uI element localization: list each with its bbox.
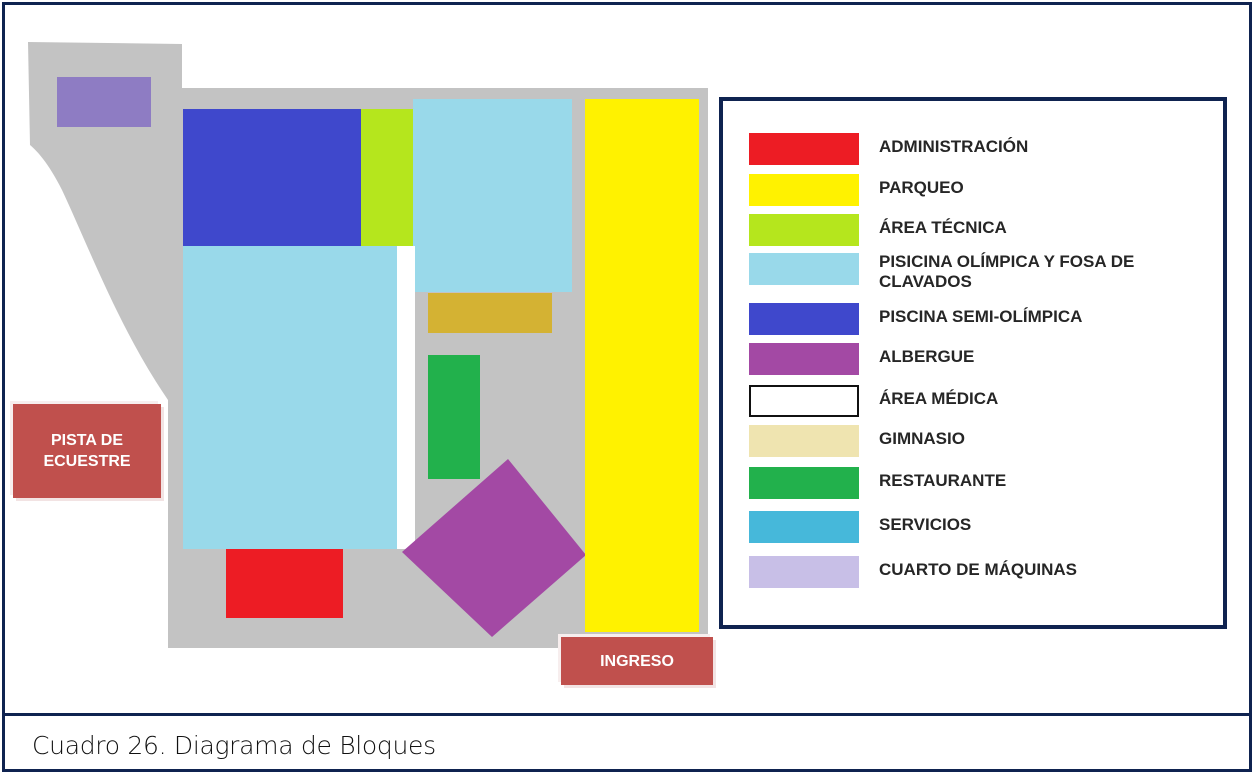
legend-label: ALBERGUE (879, 347, 975, 366)
legend-swatch (749, 467, 859, 499)
legend-label: PARQUEO (879, 178, 964, 197)
area-medica-block (397, 246, 415, 549)
legend-label: PISICINA OLÍMPICA Y FOSA DE CLAVADOS (879, 252, 1135, 291)
legend-item: GIMNASIO (749, 425, 1219, 459)
legend-swatch (749, 556, 859, 588)
legend-swatch (749, 303, 859, 335)
figure-caption: Cuadro 26. Diagrama de Bloques (32, 731, 436, 760)
legend-item: PISCINA SEMI-OLÍMPICA (749, 303, 1219, 337)
piscina-olimpica-block (183, 246, 397, 549)
legend-swatch (749, 385, 859, 417)
legend-item: ÁREA MÉDICA (749, 385, 1219, 419)
gimnasio-block (428, 293, 552, 333)
legend-item: ALBERGUE (749, 343, 1219, 377)
legend-item: SERVICIOS (749, 511, 1219, 545)
legend-swatch (749, 174, 859, 206)
legend-label: RESTAURANTE (879, 471, 1007, 490)
legend-item: PARQUEO (749, 174, 1219, 208)
fosa-clavados-block (413, 99, 572, 292)
albergue-block (402, 459, 586, 637)
area-tecnica-block (361, 109, 413, 246)
administracion-block (226, 549, 343, 618)
legend-item: CUARTO DE MÁQUINAS (749, 556, 1219, 590)
legend-item: RESTAURANTE (749, 467, 1219, 501)
legend: ADMINISTRACIÓN PARQUEO ÁREA TÉCNICA PISI… (719, 97, 1227, 629)
legend-item: ADMINISTRACIÓN (749, 133, 1219, 167)
parqueo-block (585, 99, 699, 632)
legend-label: ÁREA MÉDICA (879, 389, 999, 408)
ingreso-label: INGRESO (561, 637, 713, 685)
legend-swatch (749, 214, 859, 246)
legend-label: ÁREA TÉCNICA (879, 218, 1007, 237)
piscina-semi-olimpica-block (183, 109, 361, 246)
legend-label: ADMINISTRACIÓN (879, 137, 1029, 156)
legend-item: PISICINA OLÍMPICA Y FOSA DE CLAVADOS (749, 252, 1219, 297)
legend-swatch (749, 425, 859, 457)
legend-label: GIMNASIO (879, 429, 965, 448)
legend-swatch (749, 253, 859, 285)
legend-label: PISCINA SEMI-OLÍMPICA (879, 307, 1083, 326)
cuarto-maquinas-block (57, 77, 151, 127)
legend-label: CUARTO DE MÁQUINAS (879, 560, 1078, 579)
legend-item: ÁREA TÉCNICA (749, 214, 1219, 248)
legend-swatch (749, 343, 859, 375)
legend-swatch (749, 511, 859, 543)
legend-label: SERVICIOS (879, 515, 972, 534)
legend-swatch (749, 133, 859, 165)
pista-ecuestre-label: PISTA DE ECUESTRE (13, 404, 161, 498)
caption-divider (2, 713, 1252, 716)
restaurante-block (428, 355, 480, 479)
